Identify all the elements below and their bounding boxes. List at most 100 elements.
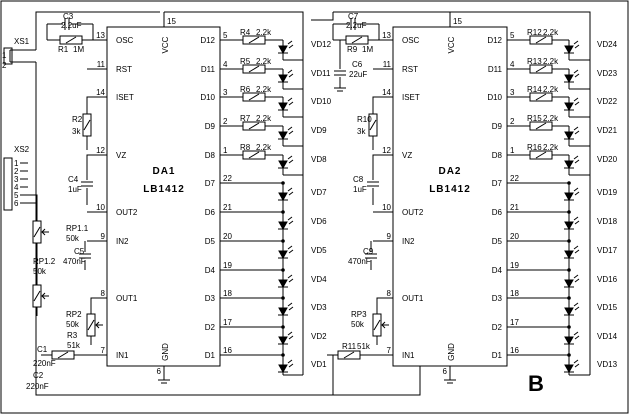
wire	[86, 154, 93, 180]
led-label: VD15	[597, 303, 618, 312]
pin-number: 17	[510, 318, 519, 327]
led	[564, 187, 580, 202]
wire	[569, 40, 591, 61]
pin-number: 3	[510, 88, 515, 97]
led-label: VD3	[311, 303, 327, 312]
led-ray	[287, 245, 293, 250]
chip2-part: LB1412	[429, 184, 471, 195]
xs2-pin-number: 5	[14, 191, 19, 200]
c6-capacitor	[334, 70, 346, 76]
led-triangle	[278, 131, 288, 141]
resistor-name: R15	[527, 114, 542, 123]
led	[564, 216, 580, 231]
led-ray	[574, 73, 580, 78]
pin-number: 8	[101, 289, 106, 298]
resistor-slash	[369, 119, 377, 131]
led-label: VD16	[597, 275, 618, 284]
resistor	[242, 121, 266, 131]
resistor-name: R16	[527, 143, 542, 152]
pin-number: 12	[96, 146, 105, 155]
in1-resistor	[337, 350, 361, 360]
osc-capacitor	[64, 18, 70, 30]
led-triangle	[278, 307, 288, 317]
c5-name: C5	[74, 247, 85, 256]
c6-name: C6	[352, 60, 363, 69]
led	[278, 216, 294, 231]
led-ray	[573, 245, 579, 250]
rp1-2-potentiometer	[32, 284, 49, 308]
xs1-connector	[3, 47, 13, 65]
pin-label: OUT2	[402, 208, 424, 217]
rp1-1-potentiometer	[32, 220, 49, 244]
led	[278, 331, 294, 346]
resistor-value: 2.2k	[543, 114, 559, 123]
led-ray	[573, 216, 579, 221]
resistor-slash	[248, 151, 260, 159]
led-ray	[288, 73, 294, 78]
led-ray	[574, 306, 580, 311]
led	[564, 331, 580, 346]
resistor	[242, 150, 266, 160]
c2-name: C2	[33, 371, 44, 380]
pin-label: OSC	[116, 36, 134, 45]
led	[564, 359, 580, 374]
resistor-name: R4	[240, 28, 251, 37]
wire	[86, 96, 93, 114]
pin-number: 21	[510, 203, 519, 212]
led-label: VD19	[597, 188, 618, 197]
r10-value: 3k	[357, 127, 366, 136]
led-label: VD22	[597, 97, 618, 106]
pin-label: IN2	[402, 237, 415, 246]
resistor	[242, 92, 266, 102]
pin-label: D6	[205, 208, 216, 217]
r10-name: R10	[357, 115, 372, 124]
rp3-name: RP3	[351, 310, 367, 319]
vz-capacitor	[367, 181, 379, 187]
r9-name: R9	[347, 45, 358, 54]
c8-name: C8	[353, 175, 364, 184]
pin-number: 7	[101, 346, 106, 355]
rp2-value: 50k	[66, 320, 80, 329]
led-triangle	[278, 364, 288, 374]
resistor-slash	[373, 319, 381, 331]
pin-label: D1	[205, 351, 216, 360]
osc-resistor	[59, 35, 83, 45]
out1-potentiometer	[372, 313, 389, 337]
led-label: VD10	[311, 97, 332, 106]
pin-label: OSC	[402, 36, 420, 45]
pin-label: D2	[492, 323, 503, 332]
led-ray	[287, 126, 293, 131]
pin-number: 13	[382, 31, 391, 40]
vz-capacitor	[81, 181, 93, 187]
pin-label: VCC	[161, 36, 170, 53]
resistor-value: 2.2k	[543, 57, 559, 66]
wire	[283, 97, 304, 118]
pin-number: 11	[383, 60, 392, 69]
led	[278, 302, 294, 317]
pin-label: D2	[205, 323, 216, 332]
pin-label: D7	[492, 179, 503, 188]
pin-label: D11	[201, 65, 216, 74]
resistor-slash	[535, 151, 547, 159]
chip1-body	[106, 26, 221, 367]
r3-value: 51k	[67, 341, 81, 350]
led	[564, 126, 580, 141]
led-ray	[287, 155, 293, 160]
led	[564, 40, 580, 55]
led-ray	[574, 101, 580, 106]
r2-name: R2	[72, 115, 83, 124]
pin-label: D3	[492, 294, 503, 303]
led-triangle	[564, 250, 574, 260]
wire	[283, 126, 304, 147]
c9-value: 470nF	[348, 257, 371, 266]
resistor-slash	[351, 36, 363, 44]
vcc-rail	[450, 11, 591, 20]
pin-number: 22	[510, 174, 519, 183]
c4-name: C4	[68, 175, 79, 184]
c9-name: C9	[363, 247, 374, 256]
pin-label: D9	[492, 122, 503, 131]
led-label: VD23	[597, 69, 618, 78]
xs1-pin-number: 2	[2, 61, 7, 70]
resistor-slash	[343, 351, 355, 359]
